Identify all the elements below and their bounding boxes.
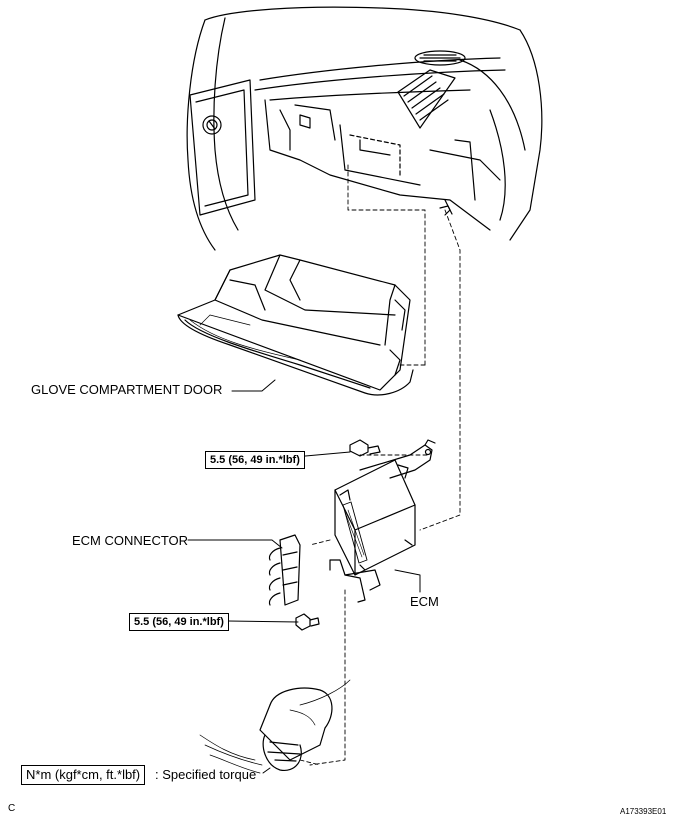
glove-compartment-door-label: GLOVE COMPARTMENT DOOR: [31, 382, 223, 397]
torque-spec-lower: 5.5 (56, 49 in.*lbf): [129, 613, 229, 631]
ecm-connector-drawing: [268, 534, 301, 606]
alignment-guides: [299, 164, 461, 766]
footer-code: C: [8, 803, 16, 814]
ecm-connector-label: ECM CONNECTOR: [72, 533, 189, 548]
dashboard-drawing: [186, 6, 543, 251]
upper-bolt-drawing: [349, 439, 381, 457]
figure-id: A173393E01: [620, 807, 667, 816]
ecm-bracket-drawing: [329, 439, 436, 603]
torque-unit-legend-box: N*m (kgf*cm, ft.*lbf): [21, 765, 146, 785]
ecm-drawing: [334, 459, 416, 576]
glove-compartment-drawing: [177, 254, 414, 396]
torque-spec-upper: 5.5 (56, 49 in.*lbf): [205, 451, 305, 469]
tool-drawing: [199, 679, 351, 774]
torque-legend-description: : Specified torque: [155, 767, 257, 782]
ecm-label: ECM: [410, 594, 439, 609]
lower-bolt-drawing: [295, 613, 320, 631]
